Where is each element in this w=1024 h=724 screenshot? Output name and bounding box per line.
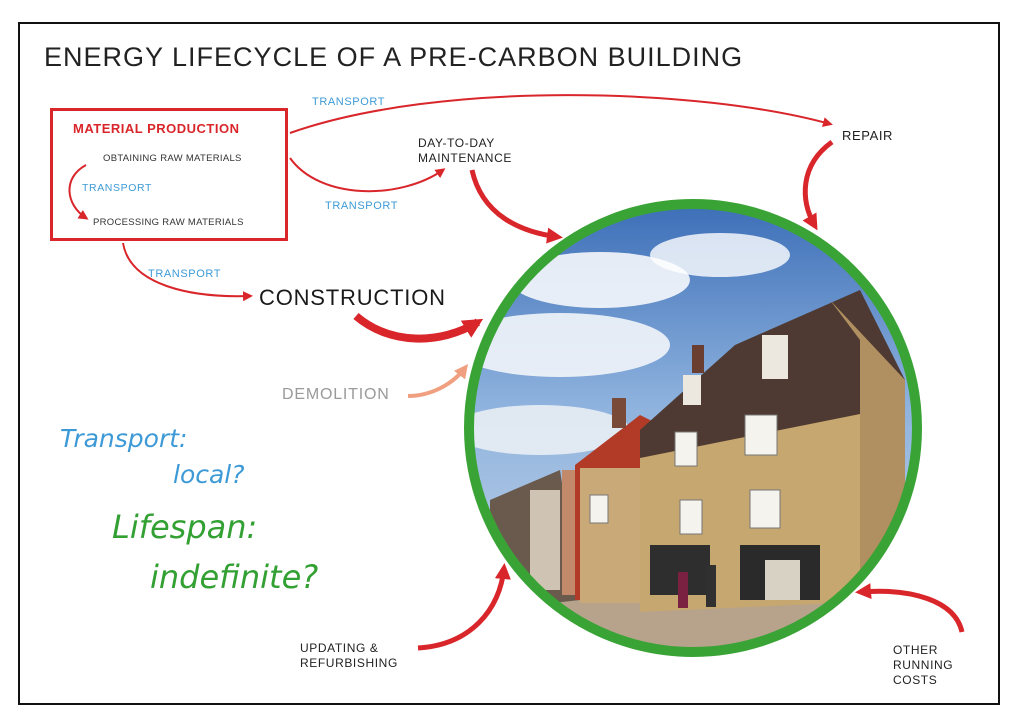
material-production-box: [50, 108, 288, 241]
arrow-transport-to-construction: [122, 242, 253, 302]
arrow-construction-to-building: [353, 312, 484, 343]
transport-to-maintenance-label: TRANSPORT: [325, 200, 399, 212]
transport-inner-label: TRANSPORT: [82, 182, 152, 194]
construction-label: CONSTRUCTION: [259, 285, 446, 310]
handwritten-lifespan: Lifespan:: [112, 508, 258, 546]
diagram-title: ENERGY LIFECYCLE OF A PRE-CARBON BUILDIN…: [44, 42, 744, 72]
arrow-inner-transport: [68, 164, 89, 220]
other-costs-label-line2: RUNNING: [893, 658, 954, 672]
transport-to-construction-label: TRANSPORT: [148, 268, 222, 280]
building-photo: [473, 208, 913, 648]
updating-label-line1: UPDATING &: [300, 641, 379, 655]
other-costs-label-line1: OTHER: [893, 643, 938, 657]
arrow-demolition-to-building: [407, 364, 469, 398]
arrow-updating-to-building: [417, 563, 511, 651]
arrow-other-costs-to-building: [855, 583, 965, 633]
handwritten-indefinite: indefinite?: [150, 558, 319, 596]
maintenance-label-line2: MAINTENANCE: [418, 151, 512, 165]
updating-label-line2: REFURBISHING: [300, 656, 398, 670]
arrow-transport-to-maintenance: [289, 157, 446, 193]
arrow-transport-to-repair: [289, 94, 833, 134]
handwritten-transport: Transport:: [60, 424, 188, 453]
building-ring: [464, 199, 922, 657]
processing-raw-materials-label: PROCESSING RAW MATERIALS: [93, 217, 244, 228]
maintenance-label-line1: DAY-TO-DAY: [418, 136, 495, 150]
other-costs-label-line3: COSTS: [893, 673, 938, 687]
obtaining-raw-materials-label: OBTAINING RAW MATERIALS: [103, 153, 242, 164]
material-production-title: MATERIAL PRODUCTION: [73, 121, 240, 136]
repair-label: REPAIR: [842, 128, 894, 143]
handwritten-local: local?: [173, 460, 245, 489]
demolition-label: DEMOLITION: [282, 386, 390, 403]
transport-to-repair-label: TRANSPORT: [312, 96, 386, 108]
arrow-repair-to-building: [802, 139, 834, 231]
arrow-maintenance-to-building: [469, 169, 563, 244]
